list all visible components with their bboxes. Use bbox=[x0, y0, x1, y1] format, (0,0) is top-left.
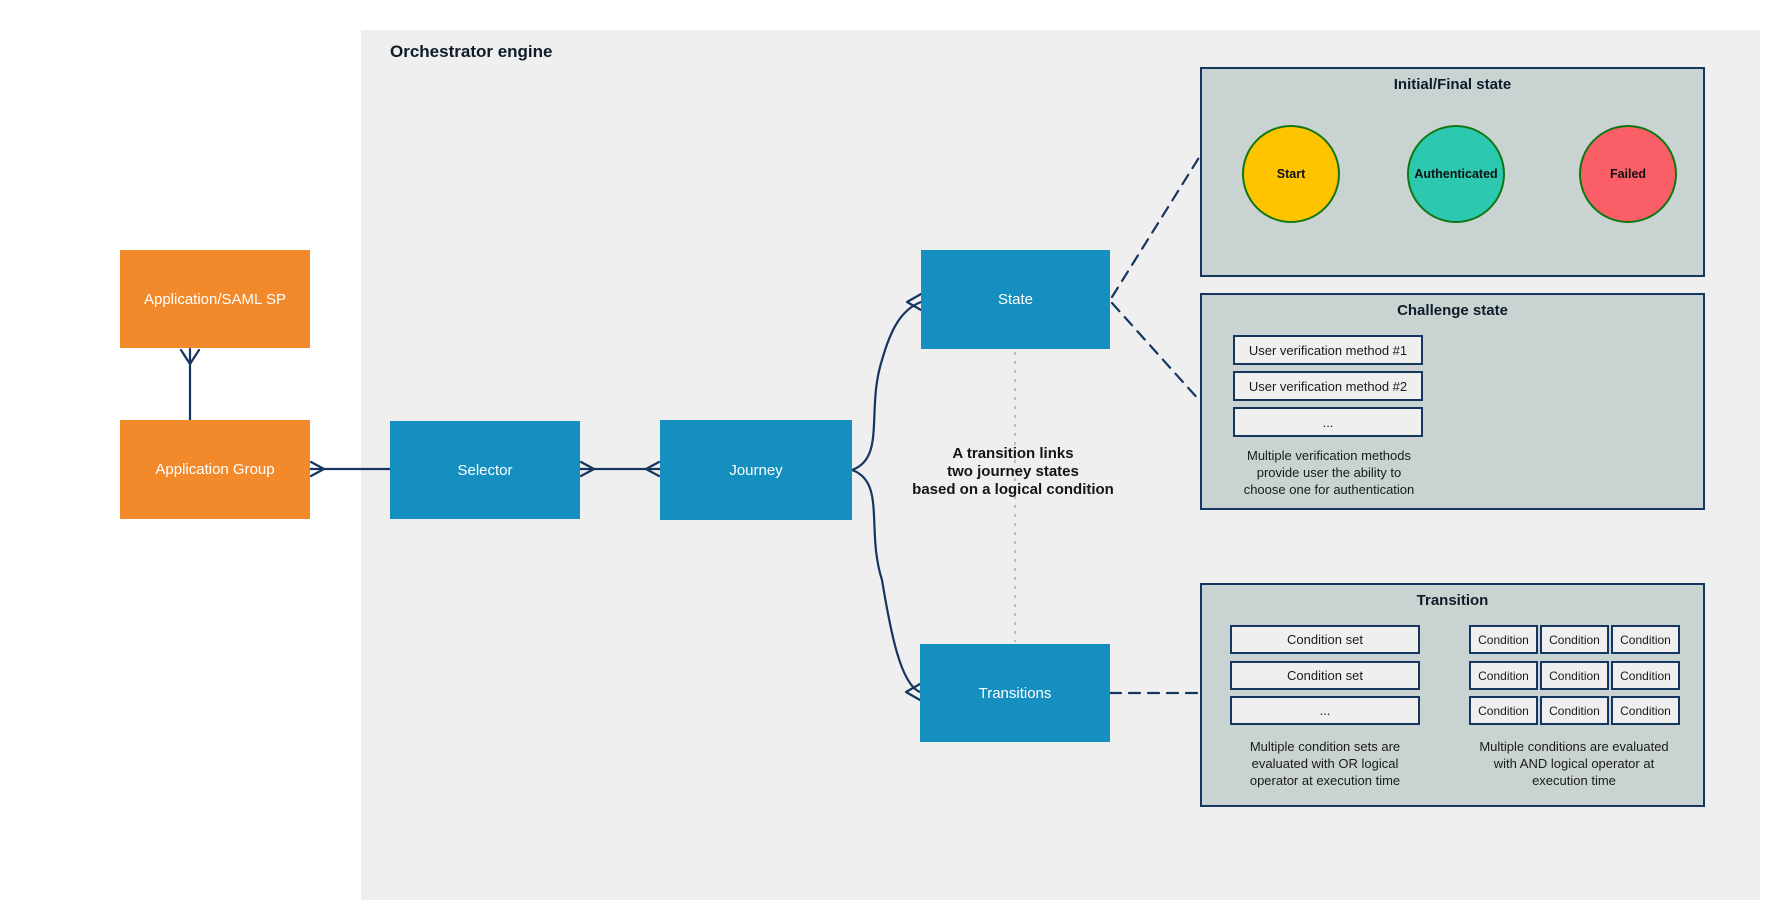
arrowhead-down-icon bbox=[179, 348, 201, 366]
node-transitions: Transitions bbox=[920, 644, 1110, 742]
state-circle-failed: Failed bbox=[1579, 125, 1677, 223]
condition-box: Condition bbox=[1540, 696, 1609, 725]
node-label: State bbox=[997, 291, 1034, 308]
arrowhead-right-icon bbox=[309, 460, 326, 478]
verification-method-box: User verification method #2 bbox=[1233, 371, 1423, 401]
panel-title: Challenge state bbox=[1397, 302, 1508, 319]
state-circle-start: Start bbox=[1242, 125, 1340, 223]
challenge-caption: Multiple verification methods provide us… bbox=[1243, 448, 1415, 497]
condition-set-box: ... bbox=[1230, 696, 1420, 725]
circle-label: Start bbox=[1276, 167, 1306, 181]
panel-title: Transition bbox=[1416, 592, 1489, 609]
state-circle-authenticated: Authenticated bbox=[1407, 125, 1505, 223]
condition-box: Condition bbox=[1540, 661, 1609, 690]
condition-box: Condition bbox=[1611, 625, 1680, 654]
panel-challenge-state: Challenge state User verification method… bbox=[1200, 293, 1705, 510]
panel-transition: Transition Condition set Condition set .… bbox=[1200, 583, 1705, 807]
node-label: Application/SAML SP bbox=[143, 290, 287, 308]
node-application-group: Application Group bbox=[120, 420, 310, 519]
circle-label: Authenticated bbox=[1414, 167, 1498, 181]
condition-box: Condition bbox=[1611, 661, 1680, 690]
node-label: Application Group bbox=[155, 461, 275, 478]
condition-set-box: Condition set bbox=[1230, 625, 1420, 654]
condition-box: Condition bbox=[1469, 625, 1538, 654]
node-label: Journey bbox=[729, 461, 783, 479]
condition-box: Condition bbox=[1469, 661, 1538, 690]
node-state: State bbox=[921, 250, 1110, 349]
verification-method-box: ... bbox=[1233, 407, 1423, 437]
transition-annotation: A transition links two journey states ba… bbox=[912, 445, 1114, 498]
node-journey: Journey bbox=[660, 420, 852, 520]
condition-set-box: Condition set bbox=[1230, 661, 1420, 690]
panel-title: Initial/Final state bbox=[1393, 76, 1512, 93]
node-application-saml-sp: Application/SAML SP bbox=[120, 250, 310, 348]
verification-method-box: User verification method #1 bbox=[1233, 335, 1423, 365]
node-label: Transitions bbox=[978, 684, 1052, 702]
conditions-caption: Multiple conditions are evaluated with A… bbox=[1479, 739, 1669, 788]
condition-box: Condition bbox=[1540, 625, 1609, 654]
node-selector: Selector bbox=[390, 421, 580, 519]
node-label: Selector bbox=[457, 461, 513, 479]
condition-box: Condition bbox=[1469, 696, 1538, 725]
panel-initial-final-state: Initial/Final state Start Authenticated … bbox=[1200, 67, 1705, 277]
circle-label: Failed bbox=[1609, 167, 1647, 181]
condition-box: Condition bbox=[1611, 696, 1680, 725]
orchestrator-engine-title: Orchestrator engine bbox=[390, 42, 553, 61]
condition-sets-caption: Multiple condition sets are evaluated wi… bbox=[1249, 739, 1401, 788]
